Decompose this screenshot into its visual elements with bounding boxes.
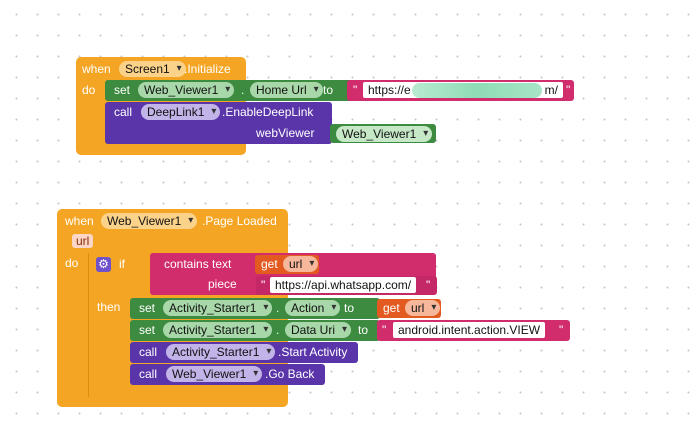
- set-keyword: set: [114, 83, 131, 97]
- home-url-property-dropdown[interactable]: Home Url: [250, 82, 323, 98]
- call-keyword-goback: call: [139, 367, 158, 381]
- set-action-block[interactable]: set Activity_Starter1 . Action to: [130, 298, 380, 319]
- set-keyword-datauri: set: [139, 323, 156, 337]
- get-url-block-2[interactable]: get url: [377, 299, 441, 318]
- dot-separator-3: .: [276, 323, 280, 337]
- web-viewer-event-component-dropdown[interactable]: Web_Viewer1: [101, 213, 198, 229]
- piece-label: piece: [208, 277, 237, 291]
- then-keyword: then: [97, 300, 121, 314]
- get-keyword: get: [261, 257, 278, 271]
- data-uri-text-block[interactable]: " android.intent.action.VIEW ": [377, 320, 570, 341]
- do-keyword-2: do: [65, 256, 79, 270]
- piece-text-block[interactable]: " https://api.whatsapp.com/ ": [256, 276, 437, 295]
- when-keyword-2: when: [65, 214, 94, 228]
- activity-starter-component-dropdown-2[interactable]: Activity_Starter1: [163, 322, 273, 338]
- open-quote: ": [353, 83, 358, 97]
- open-quote-piece: ": [261, 278, 266, 292]
- go-back-method-label: .Go Back: [265, 367, 315, 381]
- set-home-url-block[interactable]: set Web_Viewer1 . Home Url to: [105, 80, 355, 101]
- page-loaded-event-label: .Page Loaded: [202, 214, 277, 228]
- to-keyword-datauri: to: [358, 323, 369, 337]
- mutator-gear-icon[interactable]: ⚙: [96, 257, 111, 272]
- to-keyword: to: [323, 83, 334, 97]
- url-event-parameter[interactable]: url: [72, 234, 94, 248]
- web-viewer-call-dropdown[interactable]: Web_Viewer1: [166, 366, 263, 382]
- set-keyword-action: set: [139, 301, 156, 315]
- dot-separator-2: .: [276, 301, 280, 315]
- set-data-uri-block[interactable]: set Activity_Starter1 . Data Uri to: [130, 320, 380, 341]
- deeplink-component-dropdown[interactable]: DeepLink1: [141, 104, 221, 120]
- screen1-component-dropdown[interactable]: Screen1: [119, 61, 186, 77]
- web-viewer-component-dropdown[interactable]: Web_Viewer1: [138, 82, 235, 98]
- close-quote-piece: ": [426, 278, 431, 292]
- call-enable-deeplink-block[interactable]: call DeepLink1 .EnableDeepLink webViewer: [105, 102, 332, 144]
- web-viewer-component-block[interactable]: Web_Viewer1: [330, 124, 436, 143]
- do-keyword: do: [82, 83, 96, 97]
- when-keyword: when: [82, 62, 111, 76]
- home-url-suffix: m/: [544, 83, 558, 97]
- get-url-block[interactable]: get url: [255, 255, 319, 274]
- initialize-event-label: .Initialize: [184, 62, 231, 76]
- close-quote: ": [566, 83, 571, 97]
- open-quote-uri: ": [382, 323, 387, 337]
- enable-deeplink-method-label: .EnableDeepLink: [222, 105, 314, 119]
- home-url-prefix: https://e: [368, 83, 411, 97]
- call-keyword-start: call: [139, 345, 158, 359]
- activity-starter-component-dropdown[interactable]: Activity_Starter1: [163, 300, 273, 316]
- action-property-dropdown[interactable]: Action: [285, 300, 341, 316]
- call-start-activity-block[interactable]: call Activity_Starter1 .Start Activity: [130, 342, 358, 363]
- call-keyword: call: [114, 105, 133, 119]
- to-keyword-action: to: [344, 301, 355, 315]
- dot-separator: .: [241, 83, 245, 97]
- url-variable-dropdown[interactable]: url: [283, 256, 319, 272]
- redaction-scribble: [412, 83, 542, 98]
- piece-string-value[interactable]: https://api.whatsapp.com/: [270, 277, 417, 293]
- webviewer-param-label: webViewer: [256, 126, 315, 140]
- data-uri-string-value[interactable]: android.intent.action.VIEW: [393, 322, 546, 338]
- start-activity-method-label: .Start Activity: [278, 345, 348, 359]
- call-go-back-block[interactable]: call Web_Viewer1 .Go Back: [130, 364, 325, 385]
- if-keyword: if: [119, 257, 125, 271]
- contains-text-label: contains text: [164, 257, 232, 271]
- get-keyword-2: get: [383, 301, 400, 315]
- activity-starter-call-dropdown[interactable]: Activity_Starter1: [166, 344, 276, 360]
- web-viewer-value-dropdown[interactable]: Web_Viewer1: [336, 126, 433, 142]
- close-quote-uri: ": [559, 323, 564, 337]
- url-variable-dropdown-2[interactable]: url: [405, 300, 441, 316]
- data-uri-property-dropdown[interactable]: Data Uri: [285, 322, 352, 338]
